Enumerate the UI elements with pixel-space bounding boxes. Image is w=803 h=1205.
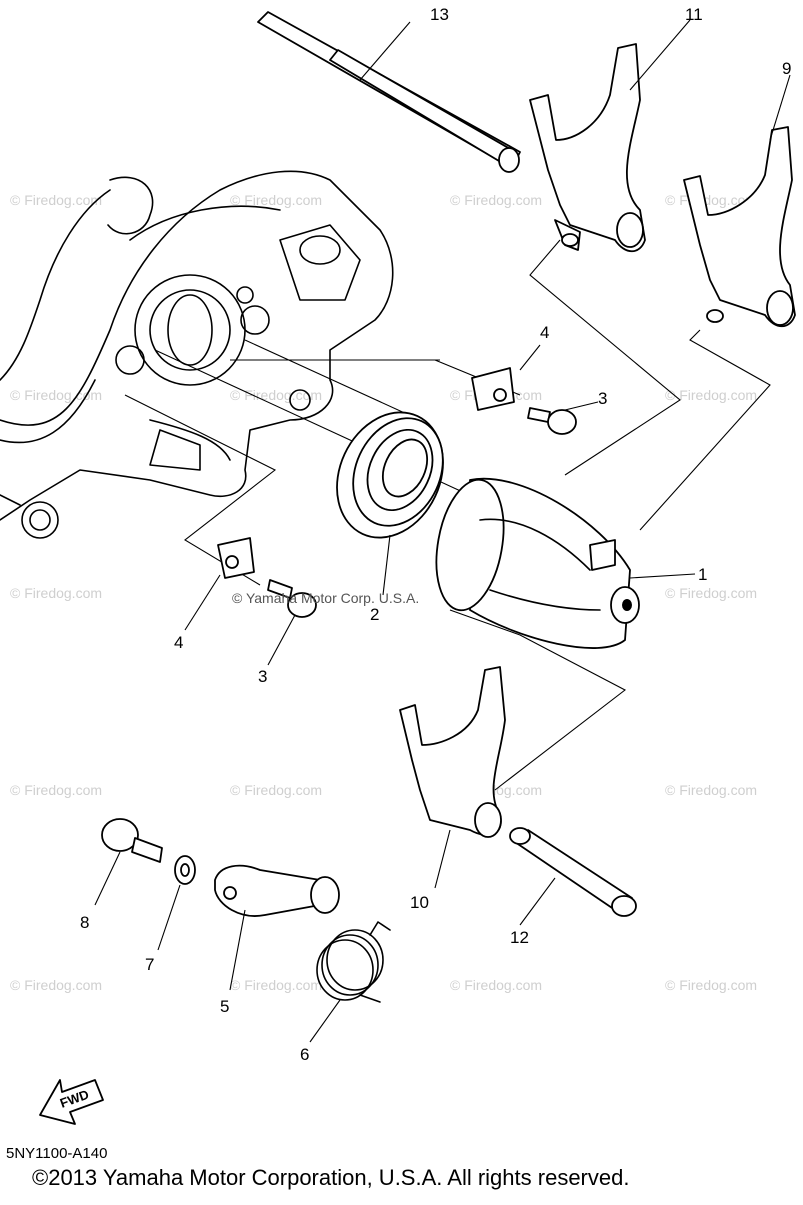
copyright-notice: ©2013 Yamaha Motor Corporation, U.S.A. A…: [32, 1165, 630, 1190]
part-6-torsion-spring: [316, 921, 391, 1003]
part-4-stopper-plate-upper: [471, 367, 515, 411]
part-3-bolt-lower: [267, 579, 317, 618]
part-13-shift-guide-bar: [257, 11, 521, 173]
watermarks: © Firedog.com © Firedog.com © Firedog.co…: [10, 192, 757, 993]
crankcase-outline: [0, 170, 394, 539]
part-2-bearing: [336, 411, 444, 539]
callout-6: 6: [300, 1045, 309, 1064]
watermark: © Firedog.com: [230, 977, 322, 993]
callout-12: 12: [510, 928, 529, 947]
watermark: © Firedog.com: [10, 782, 102, 798]
part-8-bolt: [101, 818, 163, 863]
part-9-shift-fork: [683, 126, 796, 328]
callout-9: 9: [782, 59, 791, 78]
callout-4-upper: 4: [540, 323, 549, 342]
watermark: © Firedog.com: [230, 192, 322, 208]
watermark: © Firedog.com: [10, 585, 102, 601]
part-12-pin: [509, 827, 637, 917]
watermark: © Firedog.com: [665, 585, 757, 601]
watermark: © Firedog.com: [230, 387, 322, 403]
inline-copyright: © Yamaha Motor Corp. U.S.A.: [232, 590, 419, 606]
callout-4-lower: 4: [174, 633, 183, 652]
callout-13: 13: [430, 5, 449, 24]
watermark: © Firedog.com: [10, 977, 102, 993]
watermark: © Firedog.com: [10, 192, 102, 208]
part-7-collar: [174, 855, 196, 885]
callout-5: 5: [220, 997, 229, 1016]
watermark: © Firedog.com: [450, 977, 542, 993]
drawing-code: 5NY1100-A140: [6, 1145, 108, 1162]
callout-3-lower: 3: [258, 667, 267, 686]
callout-8: 8: [80, 913, 89, 932]
part-4-stopper-plate-lower: [217, 537, 255, 579]
watermark: © Firedog.com: [450, 192, 542, 208]
callout-7: 7: [145, 955, 154, 974]
callout-3-upper: 3: [598, 389, 607, 408]
part-3-bolt-upper: [527, 407, 577, 435]
part-10-shift-fork: [399, 666, 506, 838]
watermark: © Firedog.com: [665, 782, 757, 798]
part-11-shift-fork: [529, 43, 646, 253]
callout-1: 1: [698, 565, 707, 584]
watermark: © Firedog.com: [10, 387, 102, 403]
watermark: © Firedog.com: [665, 977, 757, 993]
callout-lines: [94, 19, 791, 1043]
part-5-stopper-lever: [214, 864, 340, 917]
fwd-arrow: FWD: [39, 1079, 104, 1125]
callout-11: 11: [685, 5, 703, 24]
watermark: © Firedog.com: [230, 782, 322, 798]
part-1-shift-drum: [435, 477, 640, 649]
callout-2: 2: [370, 605, 379, 624]
watermark: © Firedog.com: [665, 387, 757, 403]
callout-10: 10: [410, 893, 429, 912]
callout-labels: 1 2 3 3 4 4 5 6 7 8 9 10 11 12 13: [80, 5, 791, 1064]
